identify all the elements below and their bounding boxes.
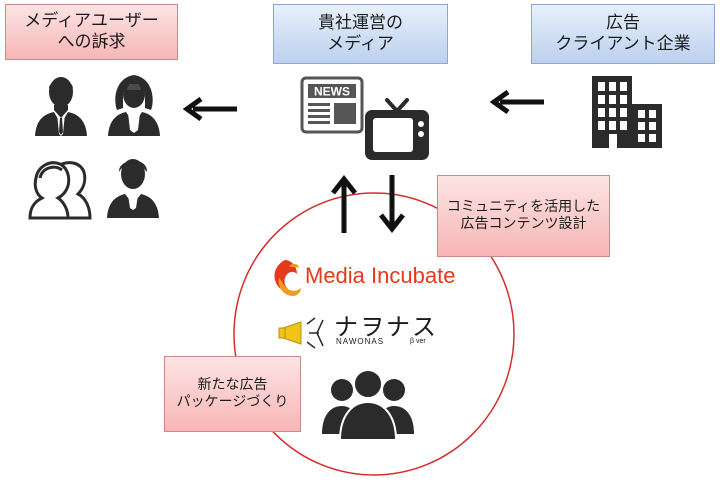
own-media-box: 貴社運営の メディア [273, 4, 448, 64]
community-circle [233, 192, 515, 476]
megaphone-icon [278, 317, 324, 349]
group-silhouette-icon [322, 369, 414, 440]
community-content-box: コミュニティを活用した 広告コンテンツ設計 [437, 175, 610, 257]
community-content-line1: コミュニティを活用した [446, 198, 601, 215]
community-content-line2: 広告コンテンツ設計 [460, 216, 587, 232]
nawonas-logo-kana: ナヲナス [334, 313, 438, 341]
arrow-left-icon [490, 90, 544, 114]
ad-client-line1: 広告 [606, 12, 640, 33]
media-user-appeal-line2: への訴求 [57, 32, 126, 52]
media-incubate-logo-text: Media Incubate [305, 263, 456, 288]
new-ad-package-line2: パッケージづくり [176, 394, 289, 410]
user-student-icon [107, 159, 159, 218]
ad-client-box: 広告 クライアント企業 [531, 4, 715, 64]
office-building-icon [592, 76, 662, 148]
own-media-line1: 貴社運営の [318, 12, 403, 33]
arrow-left-icon [183, 97, 237, 121]
newspaper-icon: NEWS [300, 76, 364, 134]
new-ad-package-line1: 新たな広告 [197, 376, 268, 393]
media-user-appeal-line1: メディアユーザー [24, 10, 159, 31]
own-media-line2: メディア [327, 34, 394, 54]
new-ad-package-box: 新たな広告 パッケージづくり [164, 356, 301, 432]
media-user-appeal-box: メディアユーザー への訴求 [5, 4, 178, 60]
user-business-man-icon [35, 77, 87, 136]
user-silhouette-pair-icon [28, 161, 92, 220]
nawonas-logo-latin: NAWONAS [336, 337, 385, 346]
arrow-down-icon [379, 175, 405, 233]
nawonas-version-label: β ver [410, 338, 426, 345]
ad-client-line2: クライアント企業 [555, 34, 691, 54]
arrow-up-icon [331, 175, 357, 233]
newspaper-label: NEWS [314, 85, 350, 99]
phoenix-logo-icon [274, 260, 301, 296]
user-business-woman-icon [108, 75, 160, 136]
tv-icon [365, 98, 429, 160]
